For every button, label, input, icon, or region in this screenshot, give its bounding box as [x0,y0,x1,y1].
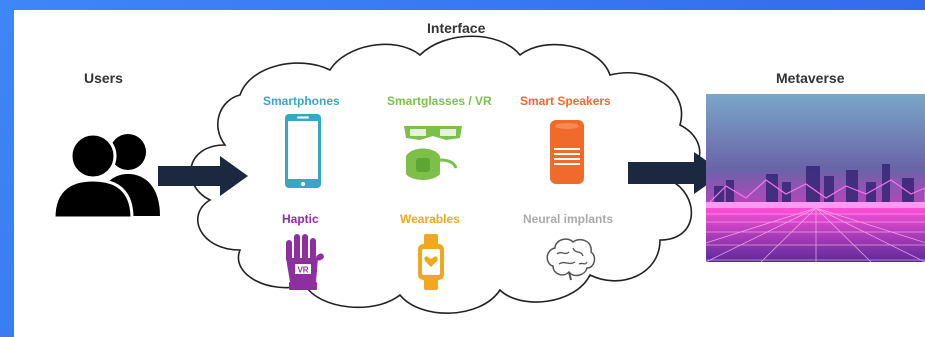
brain-icon [546,238,596,281]
vr-headset-icon [404,126,462,180]
device-label-neural-implants: Neural implants [523,212,614,226]
metaverse-label: Metaverse [776,70,845,86]
device-label-smartglasses: Smartglasses / VR [387,94,492,108]
users-label: Users [84,70,123,86]
users-icon [52,132,160,220]
device-label-wearables: Wearables [400,212,460,226]
arrow-interface-to-metaverse [628,152,724,194]
svg-text:VR: VR [297,266,308,275]
smartwatch-icon [418,234,444,290]
haptic-glove-icon: VR [286,234,324,290]
device-label-smart-speakers: Smart Speakers [520,94,611,108]
smartphone-icon [285,114,321,188]
arrow-users-to-interface [158,156,248,196]
device-label-haptic: Haptic [282,212,319,226]
smart-speaker-icon [550,120,584,184]
metaverse-image [706,94,925,262]
device-label-smartphones: Smartphones [263,94,340,108]
interface-label: Interface [427,20,486,36]
